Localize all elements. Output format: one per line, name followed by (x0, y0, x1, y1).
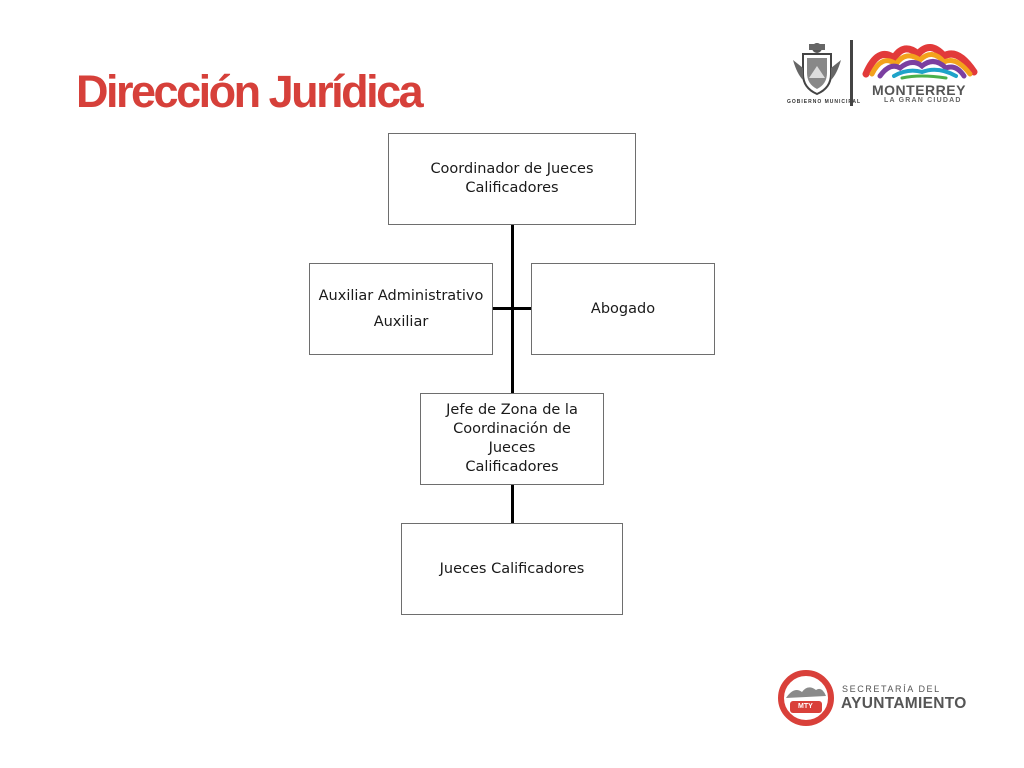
node-admin-line-2: Auxiliar (373, 313, 429, 330)
node-admin-assistant: Auxiliar Administrativo Auxiliar (309, 263, 493, 355)
mty-badge-icon (778, 670, 834, 726)
node-lawyer-line-1: Abogado (590, 301, 656, 317)
mty-badge-text: MTY (798, 703, 813, 710)
node-coordinator-line-1: Coordinador de Jueces (430, 161, 594, 177)
node-admin-line-1: Auxiliar Administrativo (318, 287, 484, 304)
node-zone-line-2: Coordinación de Jueces (453, 421, 571, 456)
node-zone-line-1: Jefe de Zona de la (446, 402, 578, 418)
secretaria-logo: MTY SECRETARÍA DEL AYUNTAMIENTO (776, 668, 988, 728)
logo-divider (850, 40, 853, 106)
coat-of-arms-icon (793, 43, 841, 96)
municipal-seal-logo: GOBIERNO MUNICIPAL (787, 40, 860, 108)
node-judges-line-1: Jueces Calificadores (439, 560, 585, 577)
node-coordinator: Coordinador de Jueces Calificadores (388, 133, 636, 225)
node-zone-chief: Jefe de Zona de la Coordinación de Juece… (420, 393, 604, 485)
monterrey-logo: MONTERREY LA GRAN CIUDAD (860, 40, 980, 108)
slide-title: Dirección Jurídica (76, 66, 424, 117)
municipal-caption: GOBIERNO MUNICIPAL (787, 99, 862, 105)
connector-vertical-judges (511, 484, 514, 524)
city-name: MONTERREY (872, 82, 966, 98)
node-coordinator-line-2: Calificadores (465, 180, 559, 196)
secretaria-line-1: SECRETARÍA DEL (842, 684, 941, 694)
city-tagline: LA GRAN CIUDAD (884, 97, 962, 104)
node-lawyer: Abogado (531, 263, 715, 355)
node-zone-line-3: Calificadores (465, 459, 559, 475)
node-judges: Jueces Calificadores (401, 523, 623, 615)
mountain-logo-icon (862, 44, 978, 80)
secretaria-line-2: AYUNTAMIENTO (841, 695, 967, 712)
connector-horizontal-staff (492, 307, 532, 310)
